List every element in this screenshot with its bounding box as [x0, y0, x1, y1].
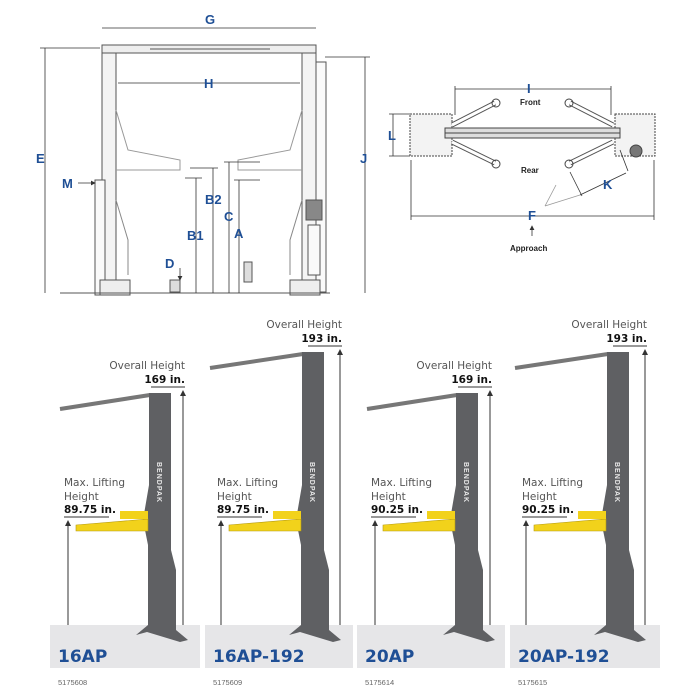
- top-view-dimension-lines: [389, 86, 655, 236]
- dim-label-i: I: [527, 81, 531, 96]
- dim-label-g: G: [205, 12, 215, 27]
- max-lift-label-2: Height: [64, 491, 99, 503]
- max-lift-label-2: Height: [371, 491, 406, 503]
- lift-post: [136, 393, 188, 642]
- overhead-boom: [59, 393, 151, 411]
- model-name: 16AP: [58, 647, 107, 667]
- front-label: Front: [520, 98, 541, 107]
- part-number: 5175615: [518, 678, 547, 687]
- dim-label-d: D: [165, 256, 174, 271]
- dim-label-c: C: [224, 209, 234, 224]
- dim-label-b2: B2: [205, 192, 222, 207]
- part-number: 5175609: [213, 678, 242, 687]
- front-view-drawing: [60, 44, 330, 296]
- overall-height-label: Overall Height: [571, 319, 647, 331]
- max-lift-label: Max. Lifting: [217, 477, 278, 489]
- model-panel-16ap: BENDPAK Overall Height 169 in. Max. Lifting…: [50, 360, 200, 687]
- post-brand: BENDPAK: [613, 462, 620, 503]
- max-lift-value: 89.75 in.: [64, 504, 116, 516]
- dim-label-h: H: [204, 76, 213, 91]
- lift-arm: [533, 518, 607, 532]
- model-panel-20ap: BENDPAK Overall Height 169 in. Max. Lifting…: [357, 360, 505, 687]
- dim-label-a: A: [234, 226, 244, 241]
- model-name: 20AP-192: [518, 647, 610, 667]
- lift-post: [594, 352, 646, 642]
- overall-height-value: 169 in.: [451, 374, 492, 386]
- dim-label-m: M: [62, 176, 73, 191]
- max-lift-label: Max. Lifting: [371, 477, 432, 489]
- model-comparison: BENDPAK Overall Height 169 in. Max. Lifting…: [50, 319, 660, 687]
- post-brand: BENDPAK: [462, 462, 469, 503]
- post-brand: BENDPAK: [308, 462, 315, 503]
- arm-pad: [120, 511, 148, 519]
- overhead-boom: [209, 352, 304, 370]
- dim-label-b1: B1: [187, 228, 204, 243]
- lift-arm: [382, 518, 456, 532]
- arm-pad: [578, 511, 606, 519]
- max-lift-value: 89.75 in.: [217, 504, 269, 516]
- model-panel-20ap-192: BENDPAK Overall Height 193 in. Max. Lifting…: [510, 319, 660, 687]
- overall-height-label: Overall Height: [266, 319, 342, 331]
- model-name: 20AP: [365, 647, 414, 667]
- part-number: 5175608: [58, 678, 87, 687]
- arm-pad: [427, 511, 455, 519]
- max-lift-label: Max. Lifting: [522, 477, 583, 489]
- max-lift-label-2: Height: [522, 491, 557, 503]
- overall-height-value: 169 in.: [144, 374, 185, 386]
- approach-label: Approach: [510, 244, 547, 253]
- overall-height-label: Overall Height: [416, 360, 492, 372]
- arm-pad: [273, 511, 301, 519]
- dim-label-f: F: [528, 208, 536, 223]
- overhead-boom: [366, 393, 458, 411]
- lift-arm: [228, 518, 302, 532]
- dim-label-l: L: [388, 128, 396, 143]
- model-name: 16AP-192: [213, 647, 305, 667]
- overall-height-value: 193 in.: [301, 333, 342, 345]
- dim-label-k: K: [603, 177, 613, 192]
- post-brand: BENDPAK: [155, 462, 162, 503]
- max-lift-value: 90.25 in.: [522, 504, 574, 516]
- front-view-dimension-lines: [40, 27, 370, 293]
- front-view-labels: G H E J M B2 B1 C A D: [36, 12, 367, 271]
- max-lift-label-2: Height: [217, 491, 252, 503]
- lift-post: [443, 393, 495, 642]
- lift-post: [289, 352, 341, 642]
- top-view-drawing: [409, 98, 656, 169]
- top-view-labels: I L K F Front Rear Approach: [388, 81, 613, 253]
- max-lift-label: Max. Lifting: [64, 477, 125, 489]
- overhead-boom: [514, 352, 609, 370]
- max-lift-value: 90.25 in.: [371, 504, 423, 516]
- part-number: 5175614: [365, 678, 394, 687]
- dim-label-e: E: [36, 151, 45, 166]
- overall-height-value: 193 in.: [606, 333, 647, 345]
- rear-label: Rear: [521, 166, 539, 175]
- model-panel-16ap-192: BENDPAK Overall Height 193 in. Max. Lifting…: [205, 319, 353, 687]
- dim-label-j: J: [360, 151, 367, 166]
- overall-height-label: Overall Height: [109, 360, 185, 372]
- lift-arm: [75, 518, 149, 532]
